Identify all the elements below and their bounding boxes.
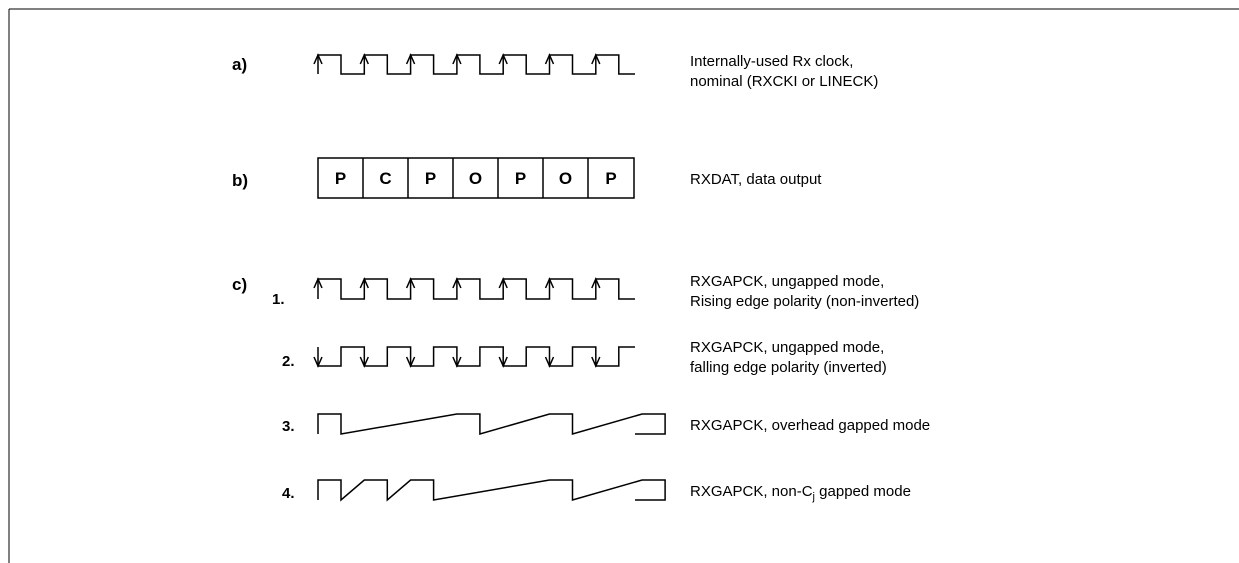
rising-edge-arrow bbox=[405, 53, 416, 65]
data-cells: P C P O P O P bbox=[335, 158, 617, 198]
data-output-box bbox=[317, 157, 635, 199]
rising-edge-arrow bbox=[591, 53, 601, 65]
data-cell-label: O bbox=[559, 169, 572, 188]
rising-edge-arrow bbox=[544, 53, 555, 65]
description-c3: RXGAPCK, overhead gapped mode bbox=[690, 417, 930, 434]
clock-waveform-c2 bbox=[317, 346, 635, 367]
clock-waveform-a bbox=[317, 54, 635, 75]
description-c2-line1: RXGAPCK, ungapped mode, bbox=[690, 339, 884, 356]
gapped-waveform-c4 bbox=[317, 479, 666, 502]
section-b-label: b) bbox=[232, 171, 248, 190]
rising-edge-arrow bbox=[313, 53, 323, 65]
falling-edge-arrow bbox=[544, 356, 555, 368]
data-cell-label: C bbox=[379, 169, 391, 188]
item-c2-number: 2. bbox=[282, 353, 295, 370]
rising-edge-arrow bbox=[359, 53, 369, 65]
description-c4-prefix: RXGAPCK, non-C bbox=[690, 483, 813, 500]
section-c-label: c) bbox=[232, 275, 247, 294]
item-c3-number: 3. bbox=[282, 418, 295, 435]
data-cell-label: P bbox=[335, 169, 346, 188]
falling-edge-arrow bbox=[591, 356, 601, 368]
rising-edge-arrow bbox=[313, 277, 323, 289]
section-a-label: a) bbox=[232, 55, 247, 74]
data-cell-label: O bbox=[469, 169, 482, 188]
data-cell-label: P bbox=[425, 169, 436, 188]
falling-edge-arrows-c2 bbox=[313, 356, 601, 368]
falling-edge-arrow bbox=[452, 356, 462, 368]
item-c4-number: 4. bbox=[282, 485, 295, 502]
item-c1-number: 1. bbox=[272, 291, 285, 308]
description-c4: RXGAPCK, non-Cj gapped mode bbox=[690, 483, 911, 503]
description-c2-line2: falling edge polarity (inverted) bbox=[690, 359, 887, 376]
description-b: RXDAT, data output bbox=[690, 171, 822, 188]
rising-edge-arrow bbox=[452, 53, 462, 65]
falling-edge-arrow bbox=[359, 356, 369, 368]
rising-edge-arrow bbox=[591, 277, 601, 289]
data-cell-label: P bbox=[605, 169, 616, 188]
description-c4-suffix: gapped mode bbox=[815, 483, 911, 500]
rising-edge-arrow bbox=[498, 277, 508, 289]
rising-edge-arrow bbox=[405, 277, 416, 289]
rising-edge-arrows-c1 bbox=[313, 277, 601, 289]
falling-edge-arrow bbox=[405, 356, 416, 368]
rising-edge-arrow bbox=[498, 53, 508, 65]
data-cell-label: P bbox=[515, 169, 526, 188]
description-c4-subscript: j bbox=[812, 491, 815, 503]
falling-edge-arrow bbox=[498, 356, 508, 368]
rising-edge-arrow bbox=[359, 277, 369, 289]
description-a-line2: nominal (RXCKI or LINECK) bbox=[690, 73, 878, 90]
falling-edge-arrow bbox=[313, 356, 323, 368]
rising-edge-arrow bbox=[452, 277, 462, 289]
description-a-line1: Internally-used Rx clock, bbox=[690, 53, 853, 70]
rising-edge-arrow bbox=[544, 277, 555, 289]
rising-edge-arrows-a bbox=[313, 53, 601, 65]
description-c1-line2: Rising edge polarity (non-inverted) bbox=[690, 293, 919, 310]
clock-waveform-c1 bbox=[317, 278, 635, 300]
gapped-waveform-c3 bbox=[317, 413, 666, 435]
description-c1-line1: RXGAPCK, ungapped mode, bbox=[690, 273, 884, 290]
